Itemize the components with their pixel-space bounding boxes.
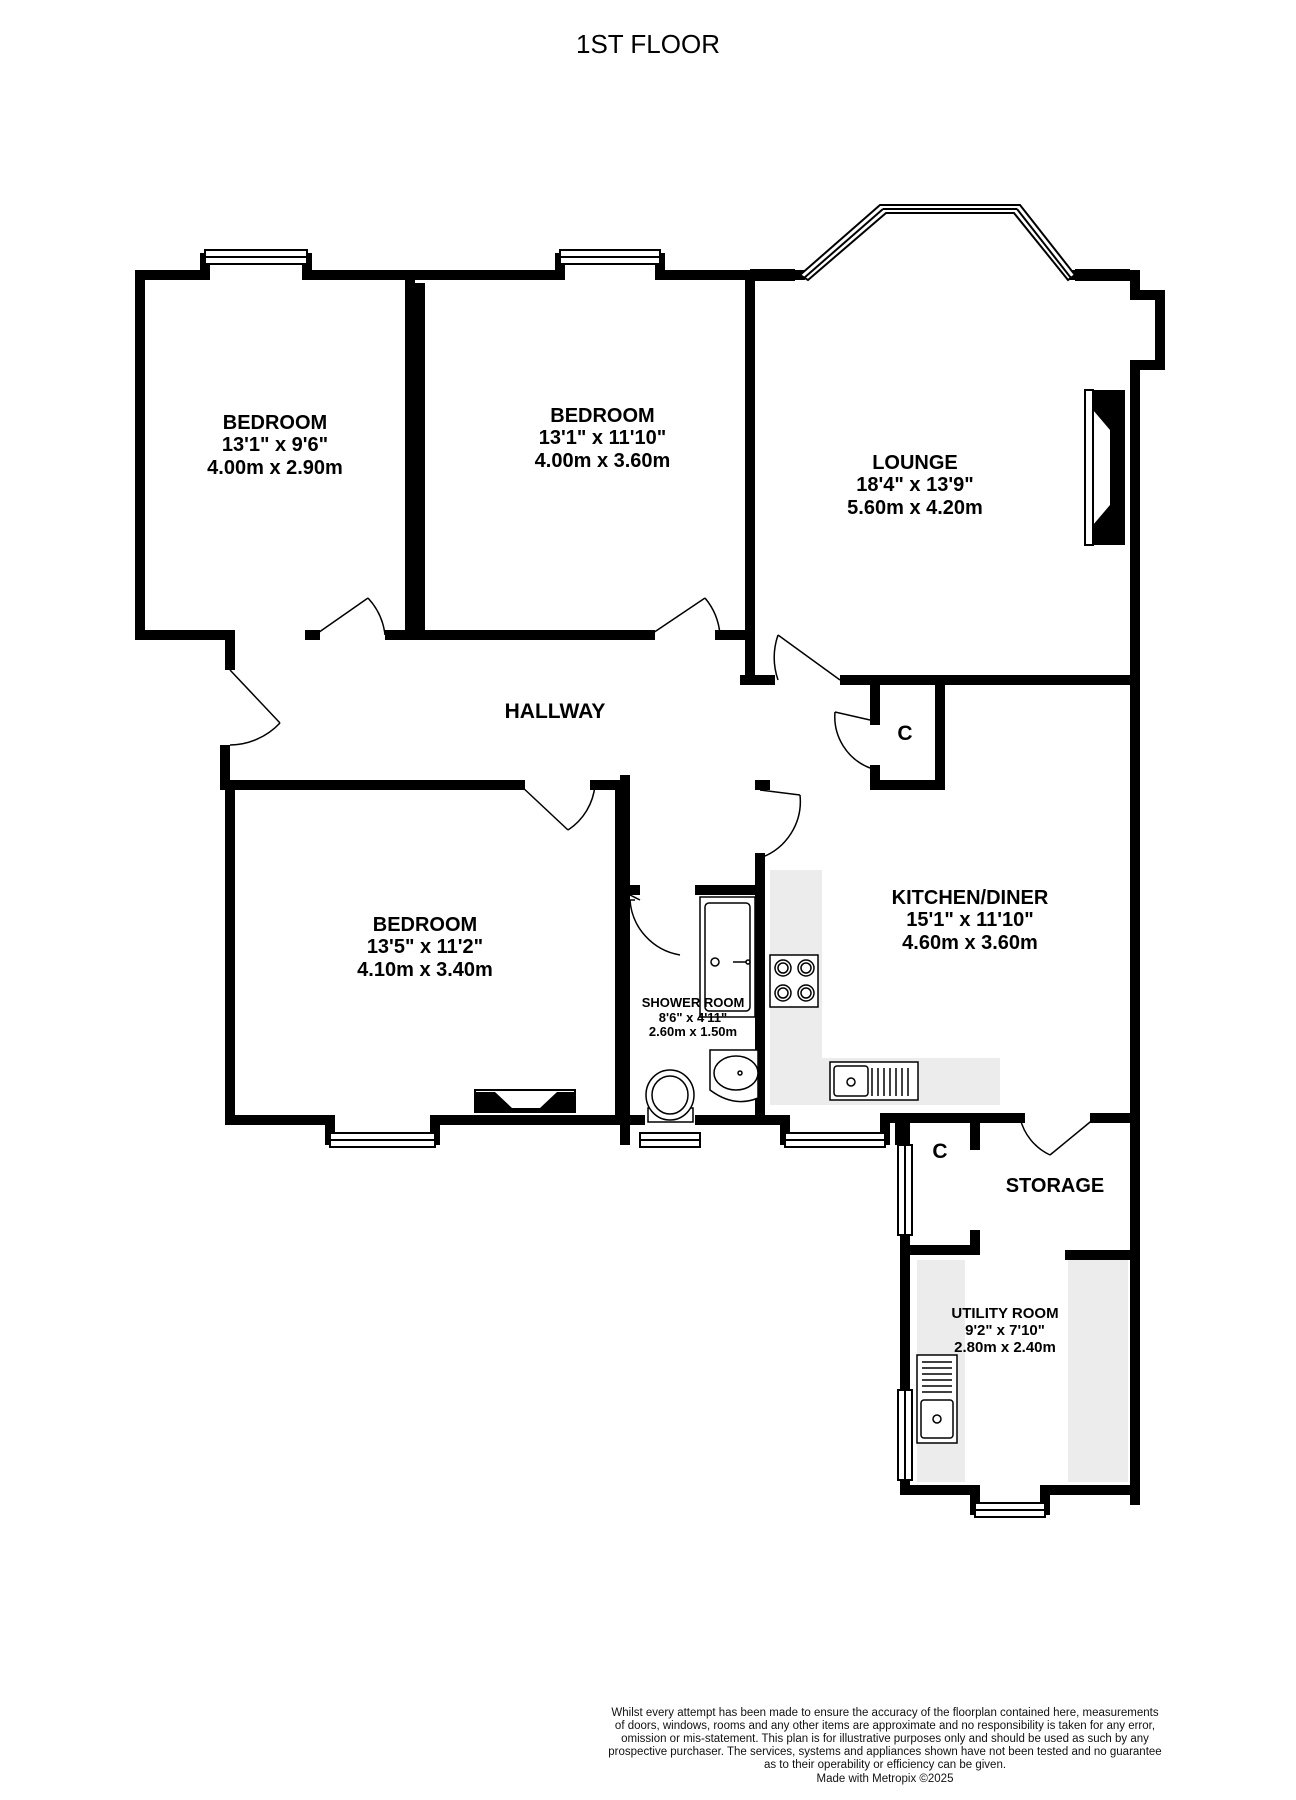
disclaimer: Whilst every attempt has been made to en… — [570, 1707, 1200, 1786]
disclaimer-line: omission or mis-statement. This plan is … — [621, 1733, 1149, 1746]
utility-sink — [916, 1354, 958, 1444]
room-name: UTILITY ROOM — [951, 1305, 1059, 1322]
doors — [229, 597, 1096, 1156]
room-imperial: 13'5" x 11'2" — [366, 936, 484, 959]
room-metric: 4.10m x 3.40m — [357, 958, 493, 981]
room-label-bedroom-1: BEDROOM 13'1" x 9'6" 4.00m x 2.90m — [160, 412, 390, 479]
room-name: STORAGE — [1005, 1175, 1105, 1197]
disclaimer-line: prospective purchaser. The services, sys… — [608, 1746, 1162, 1759]
shower-tray — [699, 896, 756, 1018]
disclaimer-line: Whilst every attempt has been made to en… — [611, 1707, 1159, 1719]
kitchen-sink — [829, 1061, 919, 1101]
room-name: BEDROOM — [550, 405, 655, 427]
room-label-bedroom-2: BEDROOM 13'1" x 11'10" 4.00m x 3.60m — [470, 405, 735, 472]
cupboard-label-hall: C — [897, 722, 913, 745]
room-metric: 2.80m x 2.40m — [954, 1338, 1056, 1356]
room-imperial: 9'2" x 7'10" — [965, 1321, 1045, 1339]
hob — [769, 954, 819, 1008]
room-imperial: 13'1" x 11'10" — [538, 427, 667, 450]
room-name: BEDROOM — [372, 914, 478, 936]
room-name: KITCHEN/DINER — [891, 887, 1049, 909]
disclaimer-line: as to their operability or efficiency ca… — [763, 1759, 1007, 1772]
room-imperial: 18'4" x 13'9" — [856, 474, 974, 497]
room-label-hallway: HALLWAY — [455, 700, 655, 724]
cupboard-label-storage: C — [932, 1140, 948, 1163]
room-metric: 4.00m x 3.60m — [534, 449, 671, 472]
room-name: BEDROOM — [222, 412, 328, 434]
basin — [709, 1049, 759, 1103]
room-name: HALLWAY — [504, 700, 606, 723]
bedroom-fireplace — [474, 1089, 576, 1113]
fireplace — [1084, 389, 1125, 546]
room-label-storage: STORAGE — [990, 1175, 1120, 1197]
windows — [204, 204, 1077, 1518]
room-label-bedroom-3: BEDROOM 13'5" x 11'2" 4.10m x 3.40m — [305, 914, 545, 981]
floor-title: 1ST FLOOR — [575, 29, 720, 59]
room-metric: 4.60m x 3.60m — [902, 931, 1038, 954]
room-name: SHOWER ROOM — [641, 995, 745, 1010]
room-metric: 2.60m x 1.50m — [648, 1024, 738, 1040]
room-label-lounge: LOUNGE 18'4" x 13'9" 5.60m x 4.20m — [785, 452, 1045, 519]
room-imperial: 15'1" x 11'10" — [906, 909, 1034, 932]
walls — [135, 253, 1165, 1515]
toilet — [645, 1069, 695, 1123]
room-label-shower-room: SHOWER ROOM 8'6" x 4'11" 2.60m x 1.50m — [618, 995, 768, 1040]
room-label-kitchen-diner: KITCHEN/DINER 15'1" x 11'10" 4.60m x 3.6… — [845, 887, 1095, 954]
disclaimer-line: of doors, windows, rooms and any other i… — [614, 1720, 1156, 1733]
room-imperial: 8'6" x 4'11" — [658, 1009, 728, 1025]
credit: Made with Metropix ©2025 — [816, 1772, 954, 1785]
room-name: LOUNGE — [872, 452, 958, 474]
room-imperial: 13'1" x 9'6" — [221, 434, 329, 457]
room-label-utility-room: UTILITY ROOM 9'2" x 7'10" 2.80m x 2.40m — [920, 1305, 1090, 1356]
room-metric: 5.60m x 4.20m — [847, 496, 983, 519]
room-metric: 4.00m x 2.90m — [207, 456, 343, 479]
